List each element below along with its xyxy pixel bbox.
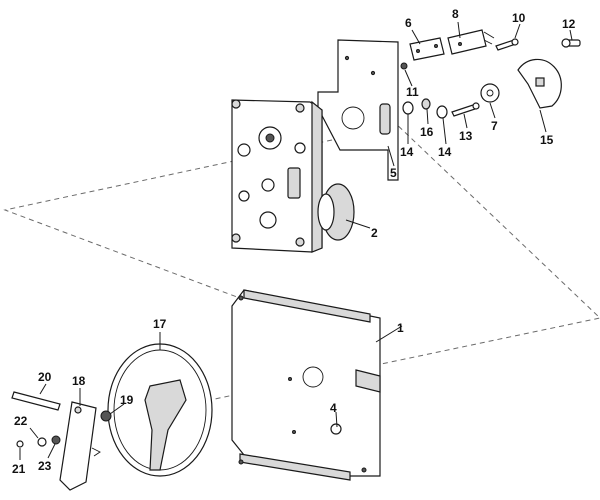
callout-12: 12 [562,17,576,31]
callout-17: 17 [153,317,167,331]
micro-switch-8 [447,29,495,55]
spring-19 [100,410,112,422]
callout-7: 7 [491,119,498,133]
callout-2: 2 [371,226,378,240]
cam-15 [517,58,562,109]
washer-14-b [436,105,448,119]
washer-22 [37,437,47,447]
callout-5: 5 [390,166,397,180]
callout-1: 1 [397,321,404,335]
callout-13: 13 [459,129,473,143]
callout-18: 18 [72,374,86,388]
callout-16: 16 [420,125,434,139]
callout-23: 23 [38,459,52,473]
screw-21 [16,440,24,448]
callout-14-a: 14 [400,145,414,159]
callout-10: 10 [512,11,526,25]
gear-motor-housing [231,99,323,253]
bracket-6 [409,37,445,61]
screw-10 [495,38,519,51]
nut-16 [421,98,431,110]
callout-8: 8 [452,7,459,21]
screw-13 [451,102,480,117]
callout-labels: 1 2 4 5 6 7 8 10 11 12 13 14 14 15 16 17… [12,7,576,476]
leader-lines [19,21,573,460]
washer-14-a [402,101,414,115]
pin-20 [11,391,61,411]
gearbox-mounting-plate [317,39,399,181]
wheel-17 [107,343,213,477]
washer-7 [480,83,500,103]
callout-21: 21 [12,462,26,476]
motor-2 [317,183,355,241]
callout-6: 6 [405,16,412,30]
callout-11: 11 [406,85,419,99]
nut-11 [400,62,408,70]
callout-22: 22 [14,414,28,428]
frame-1 [231,289,381,481]
callout-20: 20 [38,370,52,384]
screw-12 [561,38,581,48]
callout-15: 15 [540,133,554,147]
callout-14-b: 14 [438,145,452,159]
callout-4: 4 [330,401,337,415]
nut-23 [51,435,61,445]
callout-19: 19 [120,393,134,407]
lever-18 [59,401,101,491]
